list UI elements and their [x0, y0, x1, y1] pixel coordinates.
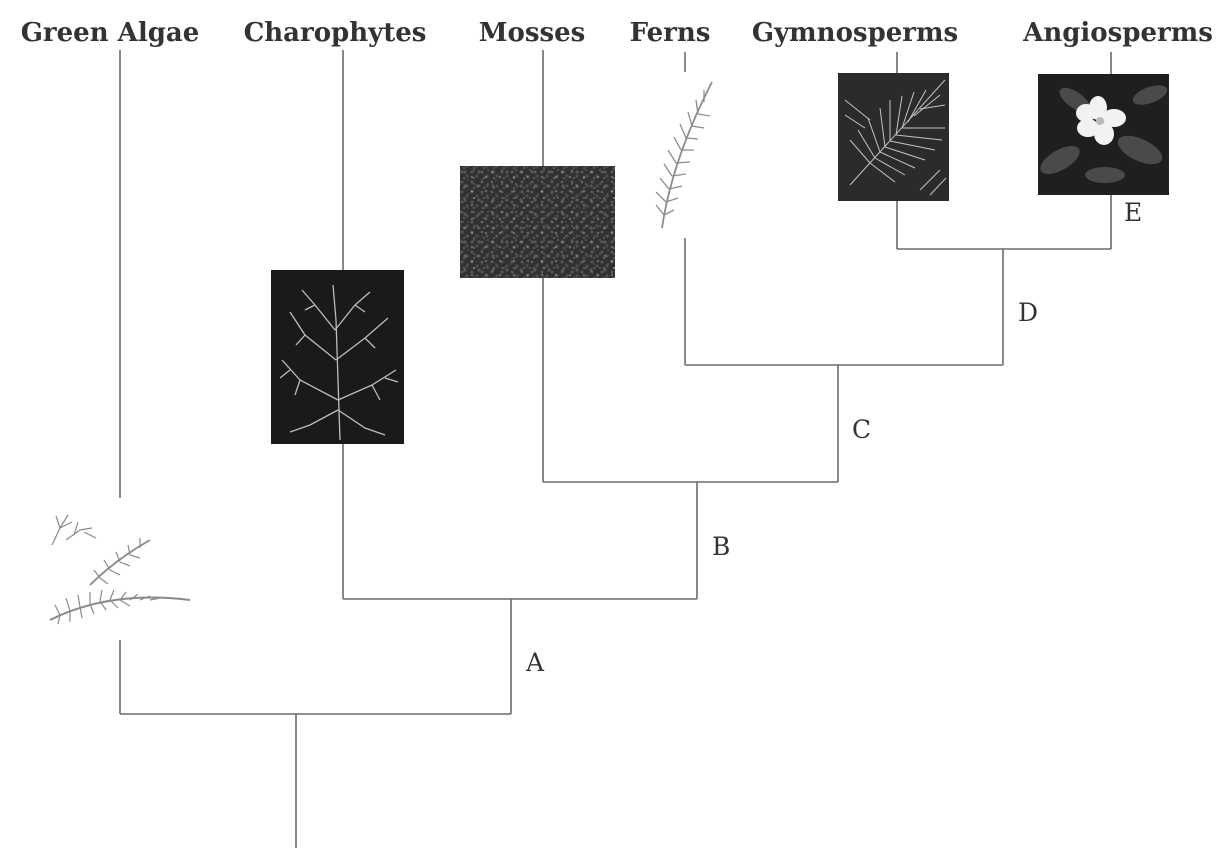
moss-photo-icon	[460, 166, 615, 278]
node-label-b: B	[712, 532, 730, 561]
taxon-label-angiosperms: Angiosperms	[1022, 18, 1213, 48]
flower-photo-icon	[1036, 74, 1170, 195]
taxon-label-mosses: Mosses	[479, 18, 586, 48]
pine-needles-photo-icon	[838, 73, 949, 201]
taxon-label-ferns: Ferns	[630, 18, 711, 48]
node-label-a: A	[525, 648, 545, 677]
node-label-e: E	[1124, 198, 1142, 227]
node-label-d: D	[1018, 298, 1038, 327]
taxon-label-gymnosperms: Gymnosperms	[752, 18, 958, 48]
branch-lines	[120, 50, 1111, 848]
charophyte-photo-icon	[271, 270, 404, 444]
fern-frond-icon	[656, 82, 712, 228]
node-label-c: C	[852, 415, 871, 444]
taxon-label-green-algae: Green Algae	[21, 18, 200, 48]
taxon-label-charophytes: Charophytes	[244, 18, 427, 48]
green-algae-sprig-icon	[50, 515, 190, 624]
